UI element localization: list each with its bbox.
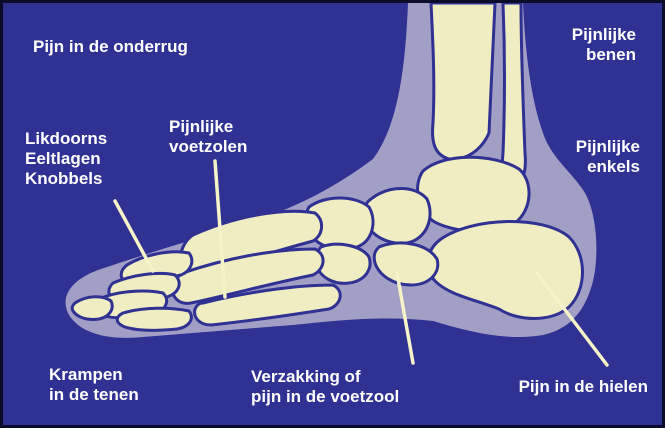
label-painful-soles: Pijnlijke voetzolen [169,117,247,157]
label-arch-line: Verzakking of [251,367,399,387]
cuneiform-bone [316,244,370,283]
label-painful-ankles-line: Pijnlijke [576,137,640,157]
label-painful-ankles: Pijnlijke enkels [576,137,640,177]
label-heel-pain: Pijn in de hielen [519,377,648,397]
label-corns-line: Likdoorns [25,129,107,149]
label-toe-cramps-line: in de tenen [49,385,139,405]
label-lower-back: Pijn in de onderrug [33,37,188,57]
label-corns-line: Knobbels [25,169,107,189]
label-corns-line: Eeltlagen [25,149,107,169]
label-corns: Likdoorns Eeltlagen Knobbels [25,129,107,189]
label-arch-line: pijn in de voetzool [251,387,399,407]
label-painful-soles-line: Pijnlijke [169,117,247,137]
label-painful-legs-line: Pijnlijke [572,25,636,45]
label-arch: Verzakking of pijn in de voetzool [251,367,399,407]
tibia-bone [431,3,495,159]
label-toe-cramps-line: Krampen [49,365,139,385]
toe-phalanx [117,308,191,330]
label-painful-soles-line: voetzolen [169,137,247,157]
label-painful-legs-line: benen [572,45,636,65]
label-painful-ankles-line: enkels [576,157,640,177]
navicular-bone [364,189,430,244]
label-painful-legs: Pijnlijke benen [572,25,636,65]
label-toe-cramps: Krampen in de tenen [49,365,139,405]
toe-phalanx [72,297,112,320]
